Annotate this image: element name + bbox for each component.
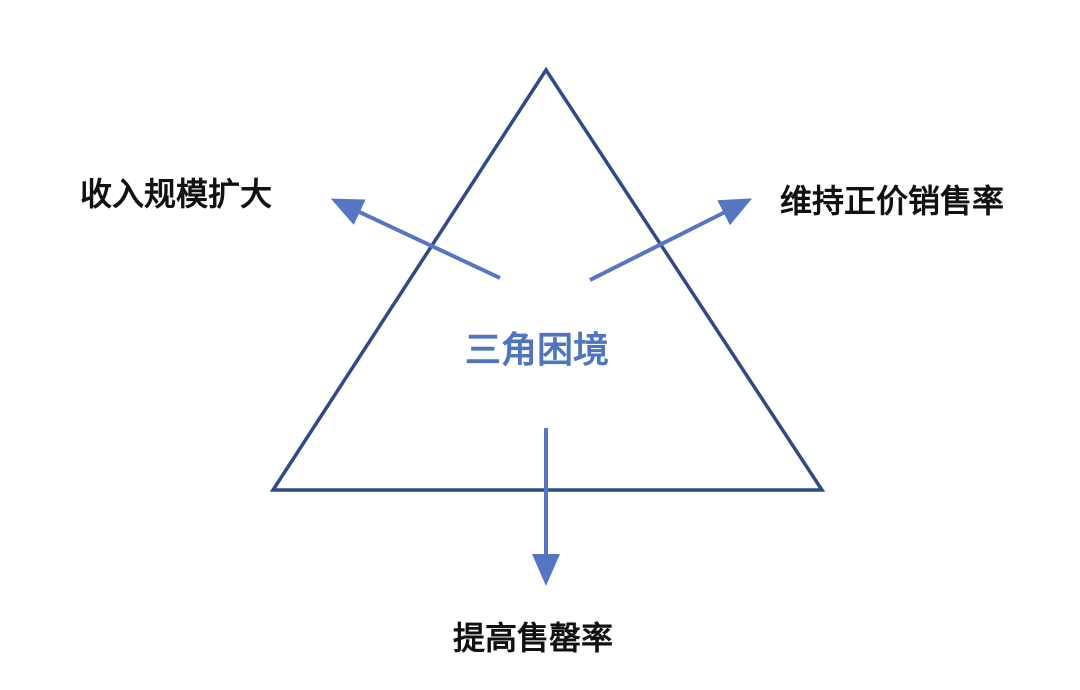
goal-label-left: 收入规模扩大: [80, 175, 273, 213]
center-label: 三角困境: [465, 330, 610, 371]
goal-label-right: 维持正价销售率: [780, 182, 1005, 220]
triangle-outline: [269, 66, 826, 492]
goal-label-bottom: 提高售罄率: [453, 619, 614, 657]
arrow-to-right-goal: [589, 198, 753, 282]
arrow-to-left-goal: [330, 198, 501, 280]
